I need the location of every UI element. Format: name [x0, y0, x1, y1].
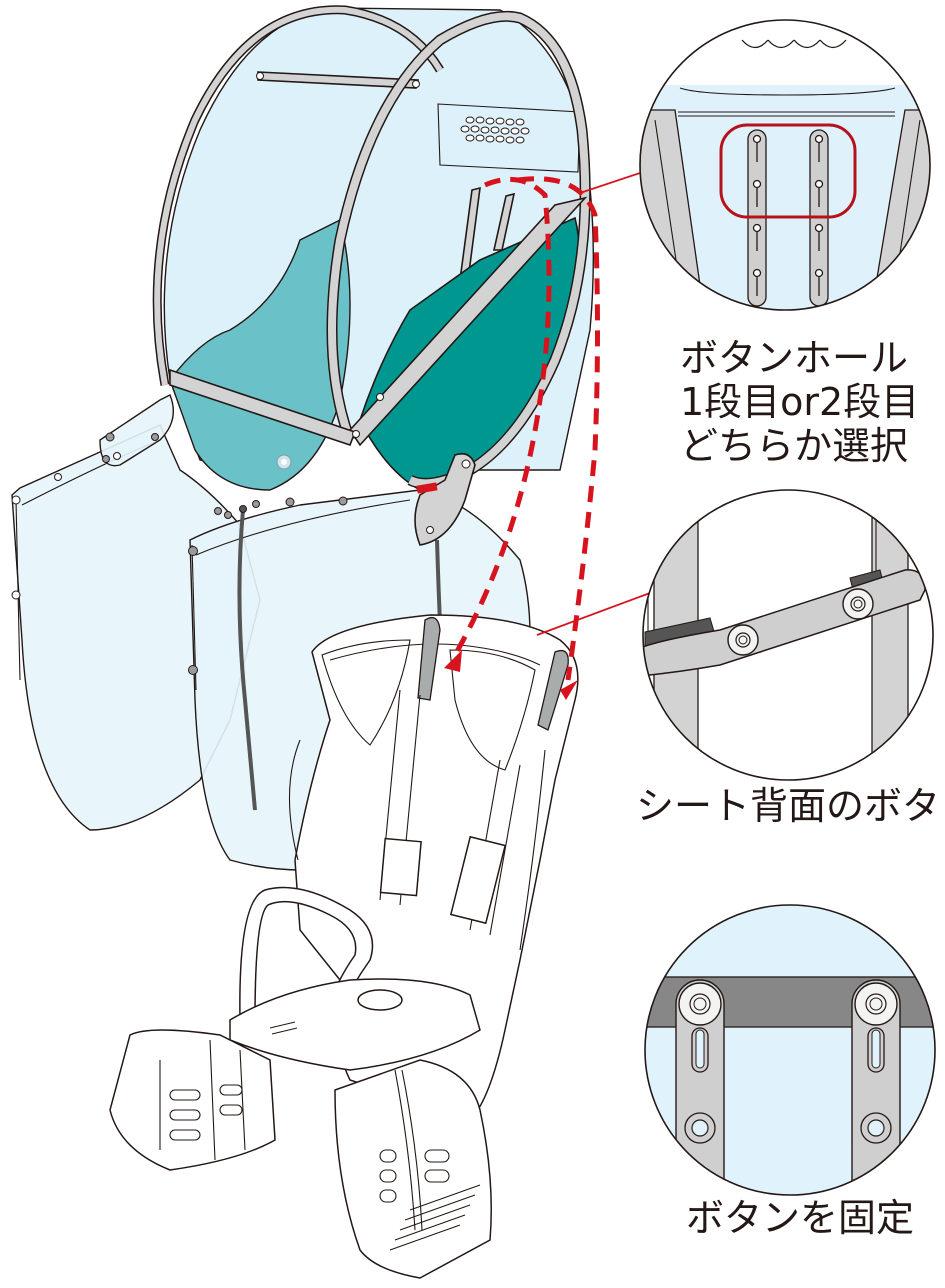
footrest-right — [334, 1059, 492, 1279]
scallops — [741, 39, 847, 49]
fixed-strap-right — [851, 979, 901, 1195]
caption-button-hole-line-2: 1段目or2段目 — [680, 380, 920, 424]
footrest-treads — [389, 1184, 481, 1251]
windscreen-tab-left — [99, 394, 174, 467]
attachment-arrow-left — [452, 176, 552, 657]
seat-head-hole-left — [321, 639, 411, 746]
harness-pad-right — [449, 835, 507, 925]
strap-cord-left — [237, 509, 257, 811]
hole-selection-highlight — [719, 123, 857, 219]
canopy-diagonal-bar — [348, 196, 588, 447]
harness-pad-left — [379, 837, 422, 897]
attachment-arrows — [444, 176, 600, 700]
seat-back-button-left — [727, 624, 759, 656]
detail-circle-button-holes — [639, 19, 931, 311]
leader-line-seat-button — [536, 592, 651, 636]
child-seat — [109, 614, 579, 1279]
seat-head-hole-right — [449, 649, 536, 771]
caption-button-hole: ボタンホール 1段目or2段目 どちらか選択 — [680, 336, 919, 468]
seat-back-button-right — [842, 588, 874, 620]
caption-button-fixed: ボタンを固定 — [686, 1196, 915, 1240]
arrowhead-left — [444, 650, 462, 672]
arrowhead-right — [560, 680, 578, 700]
detail-circle-buttons-fixed — [644, 904, 936, 1196]
buckle — [357, 989, 403, 1011]
seat-hook-left — [417, 616, 441, 701]
footrest-right-slots — [379, 1149, 450, 1203]
footrest-left-slots — [169, 1084, 243, 1141]
detail-circle-seat-back-buttons — [642, 489, 934, 781]
caption-button-hole-line-3: どちらか選択 — [680, 424, 909, 468]
canopy-side-bracket — [414, 452, 476, 546]
brand-tag — [416, 482, 438, 494]
seat-pan — [229, 978, 481, 1071]
caption-button-hole-line-1: ボタンホール — [680, 336, 909, 380]
rain-canopy — [152, 5, 595, 546]
attachment-arrow-right — [517, 176, 600, 681]
canopy-crossbar-lower — [169, 368, 357, 447]
seat-hook-right — [537, 649, 569, 731]
fixed-strap-left — [675, 979, 725, 1195]
ventilation-holes — [460, 116, 530, 144]
caption-seat-back-button: シート背面のボタン — [636, 784, 945, 828]
